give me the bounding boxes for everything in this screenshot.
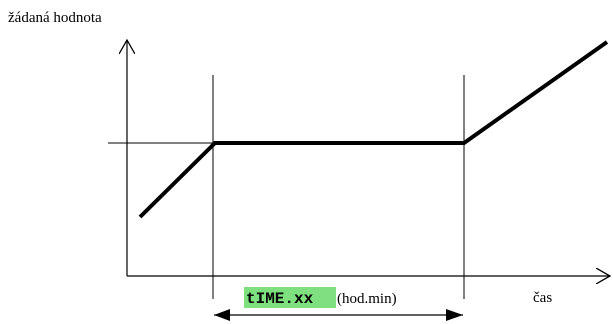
setpoint-profile-line [138, 40, 609, 219]
y-axis-label: žádaná hodnota [8, 10, 102, 26]
param-name: tIME.xx [246, 290, 314, 308]
param-unit: (hod.min) [337, 291, 397, 307]
x-axis-label: čas [533, 290, 552, 306]
param-highlight [244, 287, 336, 308]
